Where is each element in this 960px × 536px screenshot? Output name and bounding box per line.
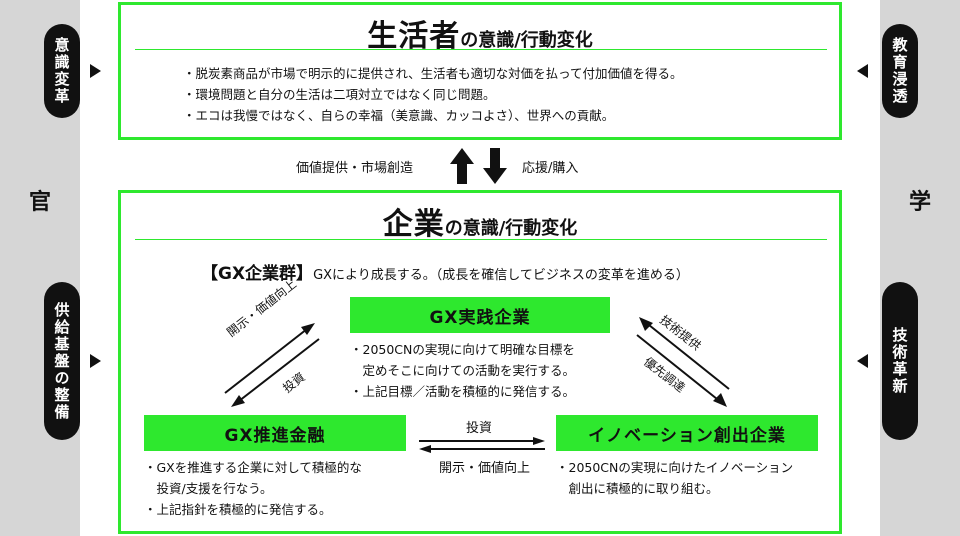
consumer-box: 生活者の意識/行動変化 ・脱炭素商品が市場で明示的に提供され、生活者も適切な対価… <box>118 2 842 140</box>
center-bottom-label: 開示・価値向上 <box>439 461 531 476</box>
company-title-rule <box>135 239 827 240</box>
innovation-bullet: 創出に積極的に取り組む。 <box>556 481 719 496</box>
up-down-arrows-icon <box>450 148 507 184</box>
right-top-pill: 教育浸透 <box>882 24 918 118</box>
support-purchase-label: 応援/購入 <box>522 161 579 176</box>
gx-group-title: 【GX企業群】 <box>201 264 314 284</box>
down-arrow <box>483 148 507 184</box>
consumer-bullets: ・脱炭素商品が市場で明示的に提供され、生活者も適切な対価を払って付加価値を得る。… <box>183 63 683 126</box>
left-bottom-pill: 供給基盤の整備 <box>44 282 80 440</box>
center-top-label: 投資 <box>466 421 493 436</box>
value-creation-label: 価値提供・市場創造 <box>296 161 414 176</box>
practice-bullet: 定めそこに向けての活動を実行する。 <box>350 363 576 378</box>
gx-practice-badge: GX実践企業 <box>350 297 610 333</box>
consumer-title: 生活者の意識/行動変化 <box>121 11 839 55</box>
right-top-arrow-icon <box>857 64 868 78</box>
left-top-pill: 意識変革 <box>44 24 80 118</box>
gx-finance-badge: GX推進金融 <box>144 415 406 451</box>
up-arrow <box>450 148 474 184</box>
finance-bullet: ・GXを推進する企業に対して積極的な <box>144 460 362 475</box>
finance-bullet: ・上記指針を積極的に発信する。 <box>144 502 332 517</box>
innovation-bullet: ・2050CNの実現に向けたイノベーション <box>556 460 794 475</box>
company-title-sub: の意識/行動変化 <box>444 218 578 239</box>
consumer-bullet: ・脱炭素商品が市場で明示的に提供され、生活者も適切な対価を払って付加価値を得る。 <box>183 66 683 81</box>
right-diagonal-arrows-icon <box>636 317 730 407</box>
left-bottom-arrow-icon <box>90 354 101 368</box>
gx-practice-bullets: ・2050CNの実現に向けて明確な目標を 定めそこに向けての活動を実行する。 ・… <box>350 339 575 402</box>
innovation-bullets: ・2050CNの実現に向けたイノベーション 創出に積極的に取り組む。 <box>556 457 793 499</box>
consumer-title-rule <box>135 49 827 50</box>
gx-group-line: 【GX企業群】GXにより成長する。（成長を確信してビジネスの変革を進める） <box>201 259 689 284</box>
center-double-arrow-icon <box>419 437 545 453</box>
gx-group-desc: GXにより成長する。（成長を確信してビジネスの変革を進める） <box>313 268 689 283</box>
academia-label: 学 <box>908 190 931 215</box>
consumer-title-sub: の意識/行動変化 <box>460 30 593 51</box>
left-diagonal-arrows-icon <box>224 323 320 407</box>
left-top-arrow-icon <box>90 64 101 78</box>
company-title: 企業の意識/行動変化 <box>121 199 839 243</box>
company-box: 企業の意識/行動変化 【GX企業群】GXにより成長する。（成長を確信してビジネス… <box>118 190 842 534</box>
finance-bullet: 投資/支援を行なう。 <box>144 481 273 496</box>
consumer-bullet: ・エコは我慢ではなく、自らの幸福（美意識、カッコよさ）、世界への貢献。 <box>183 108 615 123</box>
innovation-badge: イノベーション創出企業 <box>556 415 818 451</box>
practice-bullet: ・上記目標／活動を積極的に発信する。 <box>350 384 576 399</box>
consumer-title-main: 生活者 <box>367 19 461 54</box>
company-title-main: 企業 <box>382 207 445 242</box>
gx-finance-bullets: ・GXを推進する企業に対して積極的な 投資/支援を行なう。 ・上記指針を積極的に… <box>144 457 362 520</box>
consumer-bullet: ・環境問題と自分の生活は二項対立ではなく同じ問題。 <box>183 87 496 102</box>
right-bottom-pill: 技術革新 <box>882 282 918 440</box>
right-bottom-arrow-icon <box>857 354 868 368</box>
practice-bullet: ・2050CNの実現に向けて明確な目標を <box>350 342 575 357</box>
gov-label: 官 <box>28 190 51 215</box>
